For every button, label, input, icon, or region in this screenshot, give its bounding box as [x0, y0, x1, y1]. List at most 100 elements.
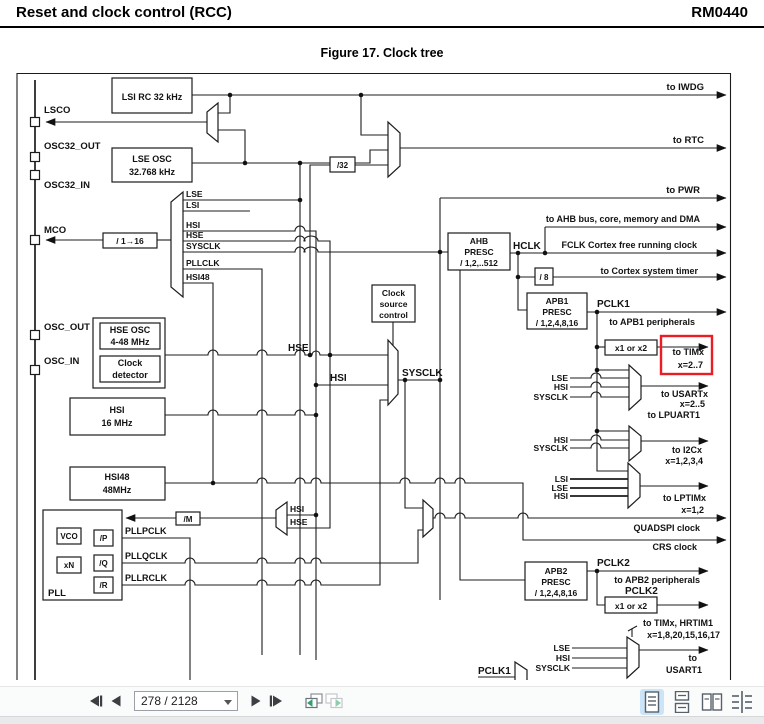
ahb-prescaler-block — [447, 232, 511, 271]
continuous-facing-view-button[interactable] — [730, 689, 754, 715]
svg-text:detector: detector — [112, 370, 148, 380]
svg-text:to APB1 peripherals: to APB1 peripherals — [609, 317, 695, 327]
div-m-block — [175, 511, 201, 526]
svg-text:HSI: HSI — [186, 220, 200, 230]
previous-view-button[interactable] — [304, 691, 324, 711]
svg-text:4-48 MHz: 4-48 MHz — [110, 337, 150, 347]
page-layout-controls — [640, 689, 754, 715]
mux-shapes — [170, 101, 642, 680]
pin-osc-out — [29, 329, 41, 341]
svg-text:APB2: APB2 — [545, 566, 568, 576]
svg-text:PRESC: PRESC — [542, 307, 571, 317]
svg-text:to LPTIMx: to LPTIMx — [663, 493, 706, 503]
lptim-mux — [627, 461, 641, 510]
svg-text:LSE: LSE — [186, 189, 203, 199]
clock-source-control-block — [371, 284, 416, 323]
page-indicator-value: 278 / 2128 — [141, 694, 198, 708]
svg-text:SYSCLK: SYSCLK — [402, 368, 443, 379]
last-page-icon — [269, 695, 282, 707]
svg-text:x1 or x2: x1 or x2 — [615, 601, 647, 611]
svg-text:PCLK2: PCLK2 — [597, 558, 630, 569]
pin-label-osc-in: OSC_IN — [44, 356, 80, 367]
first-page-button[interactable] — [86, 691, 106, 711]
svg-text:HSI: HSI — [554, 435, 568, 445]
svg-text:HCLK: HCLK — [513, 241, 542, 252]
pdf-toolbar: 278 / 2128 — [0, 686, 764, 717]
svg-text:Clock: Clock — [382, 288, 405, 298]
previous-page-icon — [111, 695, 121, 707]
svg-text:/R: /R — [100, 581, 108, 590]
junction-dots — [85, 92, 600, 574]
svg-text:x=1,2: x=1,2 — [681, 505, 704, 515]
page-dropdown-caret[interactable] — [224, 700, 232, 705]
svg-text:PCLK1: PCLK1 — [597, 299, 630, 310]
svg-text:32.768 kHz: 32.768 kHz — [129, 167, 176, 177]
svg-text:SYSCLK: SYSCLK — [186, 241, 221, 251]
svg-text:to I2Cx: to I2Cx — [672, 445, 702, 455]
svg-text:LSE: LSE — [551, 373, 568, 383]
svg-text:LSI RC 32 kHz: LSI RC 32 kHz — [122, 92, 183, 102]
svg-text:CRS clock: CRS clock — [652, 542, 698, 552]
svg-text:xN: xN — [64, 561, 74, 570]
div-q-block — [93, 554, 114, 572]
pin-osc-in — [29, 364, 41, 376]
next-view-button[interactable] — [324, 691, 344, 711]
svg-text:LSI: LSI — [186, 200, 199, 210]
svg-text:HSI: HSI — [556, 653, 570, 663]
svg-text:USART1: USART1 — [666, 665, 702, 675]
hsi-block — [69, 397, 166, 436]
svg-text:PCLK2: PCLK2 — [625, 586, 658, 597]
svg-text:FCLK Cortex free running clock: FCLK Cortex free running clock — [561, 240, 698, 250]
pin-label-lsco: LSCO — [44, 105, 70, 116]
svg-text:HSE: HSE — [290, 517, 308, 527]
facing-view-button[interactable] — [700, 689, 724, 715]
svg-text:x1 or x2: x1 or x2 — [615, 343, 647, 353]
usart1-mux — [626, 635, 640, 680]
previous-page-button[interactable] — [106, 691, 126, 711]
svg-text:to IWDG: to IWDG — [667, 82, 704, 93]
svg-text:/Q: /Q — [99, 559, 107, 568]
svg-text:PRESC: PRESC — [464, 247, 493, 257]
svg-text:/32: /32 — [337, 161, 349, 170]
pin-osc32-out — [29, 151, 41, 163]
svg-text:to AHB bus, core, memory and D: to AHB bus, core, memory and DMA — [546, 214, 701, 224]
svg-text:SYSCLK: SYSCLK — [534, 443, 569, 453]
svg-text:VCO: VCO — [60, 532, 77, 541]
page-navigation: 278 / 2128 — [86, 691, 344, 711]
svg-text:x=1,8,20,15,16,17: x=1,8,20,15,16,17 — [647, 630, 720, 640]
clock-detector-block — [99, 355, 161, 383]
svg-text:HSI: HSI — [290, 504, 304, 514]
svg-text:PLL: PLL — [48, 588, 66, 599]
svg-text:AHB: AHB — [470, 236, 488, 246]
svg-text:x=2..5: x=2..5 — [680, 399, 705, 409]
blocks: LSI RC 32 kHz LSE OSC 32.768 kHz /32 / 1… — [42, 77, 658, 614]
svg-text:to TIMx: to TIMx — [673, 347, 705, 357]
svg-text:PLLQCLK: PLLQCLK — [125, 551, 168, 561]
svg-text:/P: /P — [100, 534, 108, 543]
continuous-view-button[interactable] — [670, 689, 694, 715]
svg-text:control: control — [379, 310, 408, 320]
vco-block — [56, 527, 82, 545]
svg-text:to RTC: to RTC — [673, 135, 704, 146]
pin-lsco — [29, 116, 41, 128]
pll-source-mux — [275, 500, 288, 537]
last-page-button[interactable] — [266, 691, 286, 711]
single-page-view-icon — [644, 691, 660, 713]
svg-text:HSI: HSI — [330, 373, 347, 384]
svg-text:to TIMx, HRTIM1: to TIMx, HRTIM1 — [643, 618, 713, 628]
svg-text:PLLPCLK: PLLPCLK — [125, 526, 167, 536]
svg-text:/M: /M — [184, 515, 193, 524]
signal-labels: LSE LSI HSI HSE SYSCLK PLLCLK HSI48 HSE … — [125, 189, 658, 677]
svg-text:PLLCLK: PLLCLK — [186, 258, 220, 268]
page-indicator-input[interactable]: 278 / 2128 — [134, 691, 238, 711]
next-view-icon — [325, 693, 343, 709]
svg-text:48MHz: 48MHz — [103, 485, 132, 495]
mco-prescaler-block — [102, 232, 158, 249]
clock-tree-diagram: LSCO OSC32_OUT OSC32_IN MCO OSC_OUT OSC_… — [16, 72, 732, 680]
facing-view-icon — [701, 693, 723, 711]
svg-text:HSI48: HSI48 — [186, 272, 210, 282]
next-page-button[interactable] — [246, 691, 266, 711]
single-page-view-button[interactable] — [640, 689, 664, 715]
pclk1-mux-partial — [514, 660, 528, 680]
quadspi-mux — [422, 498, 434, 539]
